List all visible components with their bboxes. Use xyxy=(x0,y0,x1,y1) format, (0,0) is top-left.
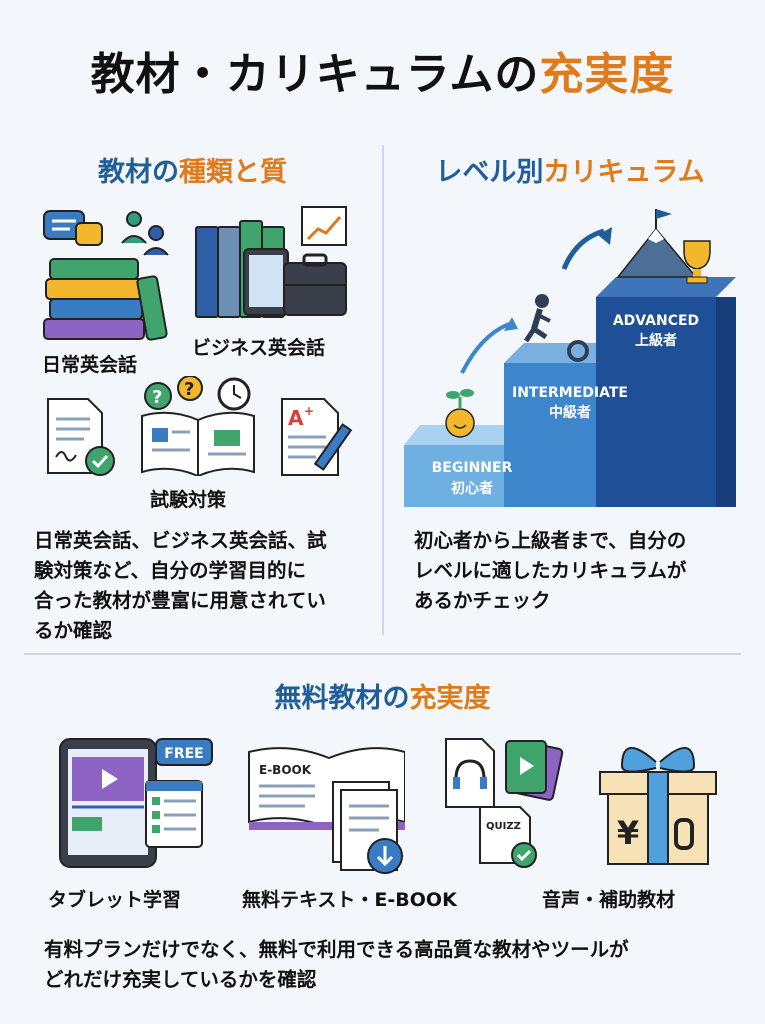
textbook-quiz-icon: ? ? xyxy=(141,376,255,476)
writing-test-icon: A+ xyxy=(281,398,353,476)
trophy-icon xyxy=(683,240,711,284)
svg-text:?: ? xyxy=(152,387,162,408)
levels-title: レベル別カリキュラム xyxy=(395,150,745,189)
materials-title-accent: 種類と質 xyxy=(179,157,287,188)
svg-text:+: + xyxy=(304,404,314,418)
gift-box-icon: ¥ xyxy=(599,746,717,865)
materials-description: 日常英会話、ビジネス英会話、試 験対策など、自分の学習目的に 合った教材が豊富に… xyxy=(34,526,374,646)
materials-desc-line: 合った教材が豊富に用意されてい xyxy=(34,589,326,612)
climbing-person-icon xyxy=(523,294,551,343)
free-title: 無料教材の充実度 xyxy=(0,676,765,715)
material-label-exam: 試験対策 xyxy=(150,489,227,511)
svg-text:?: ? xyxy=(184,379,194,400)
materials-title: 教材の種類と質 xyxy=(20,150,365,189)
advanced-ja: 上級者 xyxy=(635,332,677,349)
gear-icon xyxy=(567,340,589,362)
quiz-label: QUIZZ xyxy=(486,821,521,832)
horizontal-divider xyxy=(24,653,741,655)
levels-title-main: レベル別 xyxy=(435,157,544,188)
business-conversation-icon xyxy=(195,206,347,318)
levels-description: 初心者から上級者まで、自分の レベルに適したカリキュラムが あるかチェック xyxy=(414,526,744,616)
material-label-business: ビジネス英会話 xyxy=(192,337,326,359)
smiley-sprout-icon xyxy=(445,408,475,438)
levels-desc-line: 初心者から上級者まで、自分の xyxy=(414,529,687,552)
step-advanced xyxy=(596,297,716,507)
title-main: 教材・カリキュラムの xyxy=(90,49,540,100)
mountain-icon xyxy=(616,227,698,278)
free-description: 有料プランだけでなく、無料で利用できる高品質な教材やツールが どれだけ充実してい… xyxy=(44,935,744,995)
title-accent: 充実度 xyxy=(539,49,675,100)
intermediate-en: INTERMEDIATE xyxy=(512,385,628,401)
free-textbook-icon: E-BOOK xyxy=(248,747,405,874)
free-title-main: 無料教材の xyxy=(274,683,410,714)
headphones-icon xyxy=(454,759,486,780)
materials-title-main: 教材の xyxy=(98,157,179,188)
materials-desc-line: 日常英会話、ビジネス英会話、試 xyxy=(34,529,327,552)
svg-text:A: A xyxy=(288,406,304,430)
free-title-accent: 充実度 xyxy=(409,683,491,714)
material-label-daily: 日常英会話 xyxy=(42,354,138,376)
tablet-learning-icon: FREE xyxy=(59,738,213,868)
ebook-label: E-BOOK xyxy=(259,763,312,777)
materials-desc-line: るか確認 xyxy=(34,619,113,642)
levels-title-accent: カリキュラム xyxy=(543,157,705,188)
yen-symbol: ¥ xyxy=(617,814,639,852)
free-label-audio: 音声・補助教材 xyxy=(542,889,676,911)
free-label-tablet: タブレット学習 xyxy=(48,889,182,911)
free-label-ebook: 無料テキスト・E-BOOK xyxy=(242,889,457,911)
progress-arrow-icon xyxy=(460,321,513,374)
beginner-ja: 初心者 xyxy=(451,480,493,497)
levels-desc-line: あるかチェック xyxy=(414,589,551,612)
free-desc-line: 有料プランだけでなく、無料で利用できる高品質な教材やツールが xyxy=(44,938,629,961)
free-desc-line: どれだけ充実しているかを確認 xyxy=(44,968,317,991)
intermediate-ja: 中級者 xyxy=(549,404,591,421)
page-title: 教材・カリキュラムの充実度 xyxy=(0,38,765,102)
advanced-en: ADVANCED xyxy=(613,313,699,329)
beginner-en: BEGINNER xyxy=(432,460,513,476)
materials-desc-line: 験対策など、自分の学習目的に xyxy=(34,559,307,582)
daily-conversation-icon xyxy=(43,210,169,341)
document-check-icon xyxy=(47,398,115,476)
level-staircase: BEGINNER 初心者 INTERMEDIATE 中級者 ADVANCED 上… xyxy=(404,209,736,507)
audio-materials-icon: QUIZZ xyxy=(445,738,564,868)
levels-desc-line: レベルに適したカリキュラムが xyxy=(414,559,687,582)
vertical-divider xyxy=(382,145,384,635)
free-badge: FREE xyxy=(164,746,203,762)
